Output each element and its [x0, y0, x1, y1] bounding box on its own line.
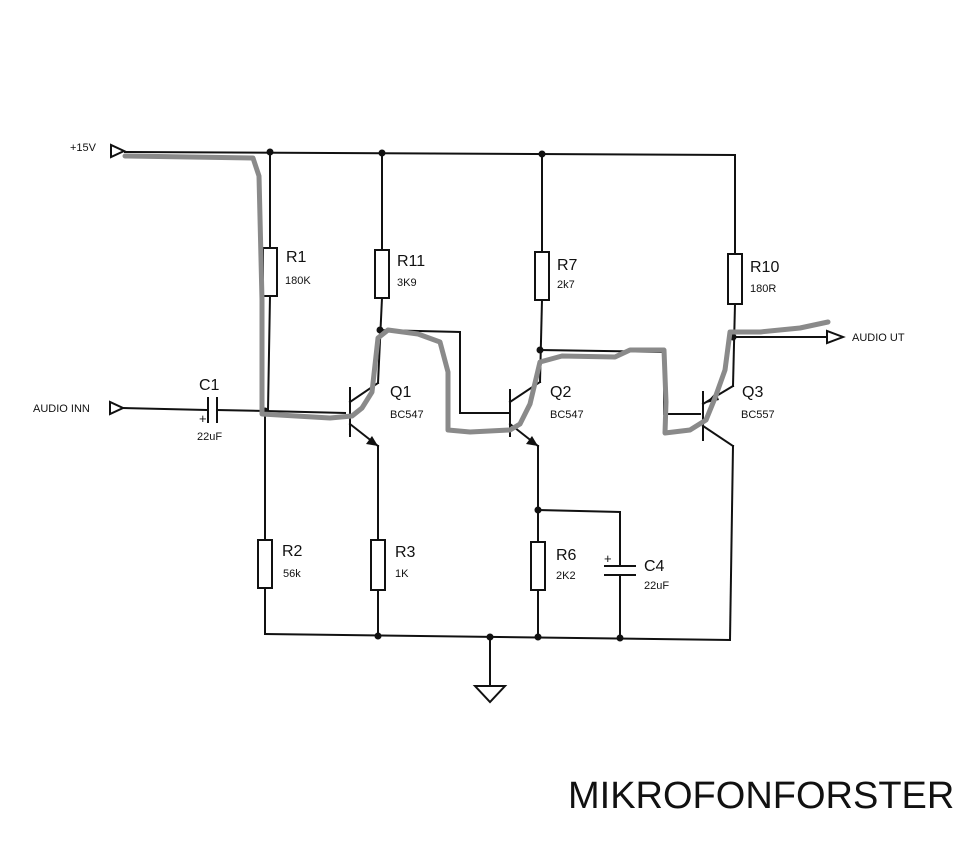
r1-value: 180K — [285, 275, 311, 287]
r1-ref: R1 — [286, 249, 307, 266]
q2-ref: Q2 — [550, 384, 571, 401]
resistor-r11: R11 3K9 — [374, 152, 425, 385]
junction-dots — [261, 148, 737, 642]
q1-ref: Q1 — [390, 384, 411, 401]
q1-value: BC547 — [390, 409, 424, 421]
signal-path-highlight — [122, 153, 831, 436]
q3-ref: Q3 — [742, 384, 763, 401]
r10-value: 180R — [750, 283, 776, 295]
r10-ref: R10 — [750, 259, 779, 276]
r2-ref: R2 — [282, 543, 303, 560]
resistor-r1: R1 180K — [262, 151, 311, 412]
capacitor-c4: + C4 22uF — [604, 511, 669, 639]
input-port-label: AUDIO INN — [33, 403, 90, 415]
r3-value: 1K — [395, 568, 409, 580]
supply-rail — [123, 150, 737, 157]
r2-value: 56k — [283, 568, 301, 580]
r6-value: 2K2 — [556, 570, 576, 582]
r11-value: 3K9 — [397, 277, 417, 289]
resistor-r6: R6 2K2 — [530, 509, 577, 638]
ground-rail — [263, 632, 732, 704]
resistor-r7: R7 2k7 — [534, 153, 578, 384]
diagram-title: MIKROFONFORSTER — [568, 775, 954, 817]
input-port: AUDIO INN — [33, 400, 208, 416]
r7-value: 2k7 — [557, 279, 575, 291]
transistor-q1: Q1 BC547 — [348, 381, 424, 448]
c4-ref: C4 — [644, 558, 665, 575]
supply-port-label: +15V — [70, 142, 97, 154]
c1-ref: C1 — [199, 377, 220, 394]
r11-ref: R11 — [397, 253, 425, 270]
resistor-r10: R10 180R — [727, 154, 779, 388]
transistor-q2: Q2 BC547 — [508, 380, 584, 448]
resistor-r3: R3 1K — [370, 445, 416, 637]
c4-value: 22uF — [644, 580, 669, 592]
output-port: AUDIO UT — [826, 329, 905, 345]
q2-value: BC547 — [550, 409, 584, 421]
transistor-q3: Q3 BC557 — [701, 384, 775, 448]
q3-value: BC557 — [741, 409, 775, 421]
c1-value: 22uF — [197, 431, 222, 443]
r6-ref: R6 — [556, 547, 577, 564]
ground-symbol — [472, 685, 508, 704]
supply-port: +15V — [70, 142, 127, 159]
capacitor-c1: + C1 22uF — [197, 377, 267, 443]
c4-polarity: + — [604, 551, 612, 566]
r7-ref: R7 — [557, 257, 578, 274]
resistor-r2: R2 56k — [257, 410, 303, 635]
output-port-label: AUDIO UT — [852, 332, 905, 344]
c1-polarity: + — [199, 411, 207, 426]
r3-ref: R3 — [395, 544, 416, 561]
